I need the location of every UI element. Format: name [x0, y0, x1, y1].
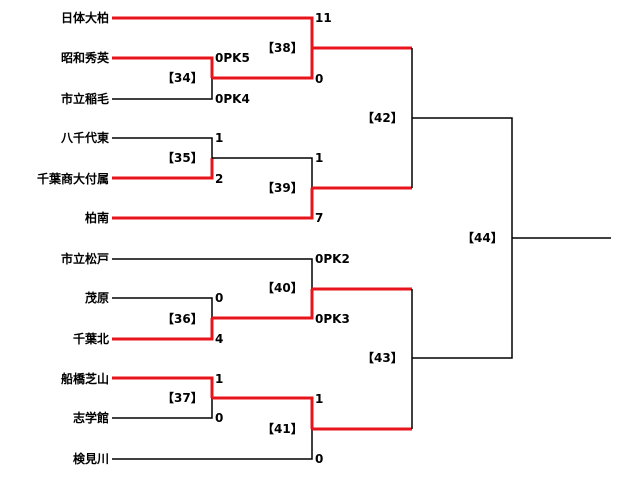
- line-team-11-to-37: [112, 398, 213, 419]
- line-35-to-39: [212, 157, 313, 188]
- line-team-5-to-35: [112, 158, 214, 180]
- score-38-bottom: 0: [315, 72, 324, 86]
- team-kashiwa-minami: 柏南: [84, 211, 109, 225]
- line-team-3-to-34: [112, 78, 213, 100]
- score-34-bottom: 0PK4: [215, 92, 250, 106]
- match-43-label: 【43】: [362, 351, 403, 365]
- score-41-top: 1: [315, 392, 324, 406]
- score-36-bottom: 4: [215, 332, 224, 346]
- line-team-8-to-36: [112, 297, 213, 318]
- line-team-10-to-37: [112, 376, 214, 398]
- score-34-top: 0PK5: [215, 51, 250, 65]
- team-shigakukan: 志学館: [72, 411, 109, 425]
- team-ichiritsu-matsudo: 市立松戸: [60, 252, 109, 266]
- line-42-to-44: [412, 117, 513, 238]
- score-39-bottom: 7: [315, 211, 324, 225]
- score-35-top: 1: [215, 131, 224, 145]
- match-40-label: 【40】: [262, 281, 303, 295]
- team-nittaidai-kashiwa: 日体大柏: [60, 11, 109, 25]
- score-37-bottom: 0: [215, 411, 224, 425]
- team-ichiritsu-inage: 市立稲毛: [60, 92, 109, 106]
- match-38-label: 【38】: [262, 41, 303, 55]
- line-team-4-to-35: [112, 137, 213, 158]
- team-funabashi-shibayama: 船橋芝山: [60, 372, 109, 386]
- match-35-label: 【35】: [162, 151, 203, 165]
- match-37-label: 【37】: [162, 391, 203, 405]
- score-37-top: 1: [215, 372, 224, 386]
- match-42-label: 【42】: [362, 111, 403, 125]
- score-36-top: 0: [215, 291, 224, 305]
- line-team-6-to-39: [112, 188, 314, 220]
- score-38-top: 11: [315, 11, 332, 25]
- team-kemigawa: 検見川: [72, 452, 109, 466]
- score-40-top: 0PK2: [315, 252, 350, 266]
- match-41-label: 【41】: [262, 422, 303, 436]
- score-40-bottom: 0PK3: [315, 312, 350, 326]
- match-34-label: 【34】: [162, 71, 203, 85]
- team-mobara: 茂原: [84, 291, 109, 305]
- line-team-9-to-36: [112, 318, 214, 341]
- line-team-12-to-41: [112, 429, 313, 460]
- team-yachiyo-higashi: 八千代東: [60, 131, 109, 145]
- score-41-bottom: 0: [315, 452, 324, 466]
- match-44-label: 【44】: [462, 231, 503, 245]
- score-35-bottom: 2: [215, 172, 224, 186]
- line-37-to-41: [212, 396, 314, 429]
- score-39-top: 1: [315, 151, 324, 165]
- match-39-label: 【39】: [262, 181, 303, 195]
- line-36-to-40: [212, 289, 314, 320]
- team-chiba-shodai-fuzoku: 千葉商大付属: [36, 172, 109, 186]
- line-team-7-to-40: [112, 258, 313, 289]
- match-36-label: 【36】: [162, 312, 203, 326]
- line-34-to-38: [212, 48, 314, 80]
- line-43-to-44: [412, 238, 513, 359]
- line-team-2-to-34: [112, 56, 214, 78]
- team-showa-shuei: 昭和秀英: [60, 51, 109, 65]
- team-chiba-kita: 千葉北: [72, 332, 109, 346]
- line-team-1-to-38: [112, 16, 314, 48]
